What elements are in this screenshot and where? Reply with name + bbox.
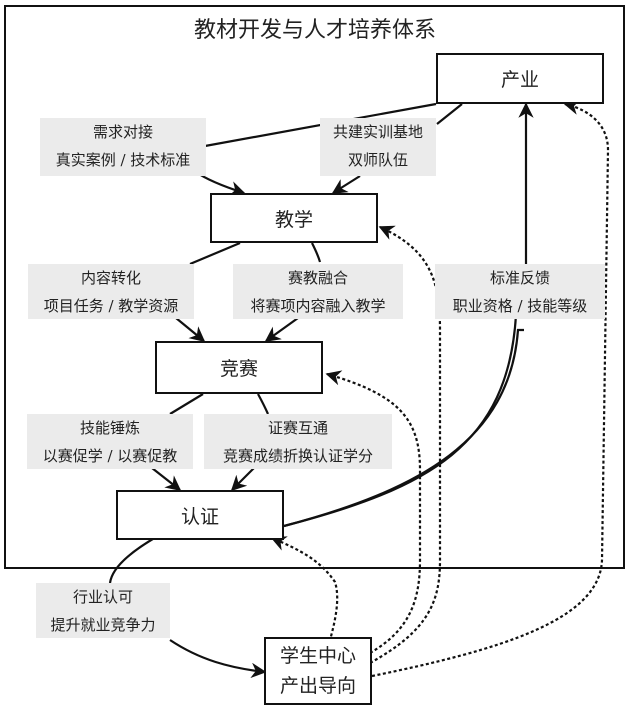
node-certification-label: 认证	[180, 505, 219, 528]
label-industry-teaching-b: 共建实训基地 双师队伍	[320, 118, 436, 176]
edge-certification-student-tail	[169, 639, 267, 679]
label-certification-student: 行业认可 提升就业竞争力	[36, 583, 170, 638]
label-line2: 以赛促学 / 以赛促教	[42, 447, 178, 465]
label-line2: 职业资格 / 技能等级	[452, 297, 588, 315]
edge-competition-certification-b-tail	[230, 467, 255, 492]
label-teaching-competition-b: 赛教融合 将赛项内容融入教学	[233, 264, 403, 319]
label-line1: 行业认可	[72, 588, 133, 606]
edge-certification-student	[108, 535, 159, 584]
label-line2: 竞赛成绩折换认证学分	[222, 447, 373, 465]
node-competition-label: 竞赛	[219, 358, 258, 380]
node-industry: 产业	[436, 53, 604, 104]
edge-teaching-competition-a-tail	[175, 317, 206, 342]
label-line1: 赛教融合	[287, 269, 348, 287]
label-certification-industry: 标准反馈 职业资格 / 技能等级	[435, 264, 605, 319]
edge-teaching-competition-b-tail	[264, 317, 299, 342]
label-line2: 真实案例 / 技术标准	[55, 151, 191, 169]
label-line1: 技能锤炼	[79, 419, 140, 437]
edge-student-certification	[270, 536, 339, 648]
edge-student-industry	[371, 99, 610, 678]
node-teaching: 教学	[210, 193, 378, 243]
label-line1: 内容转化	[80, 269, 141, 287]
label-industry-teaching-a: 需求对接 真实案例 / 技术标准	[40, 118, 206, 176]
edge-competition-certification-b	[257, 393, 270, 415]
node-competition: 竞赛	[155, 341, 323, 394]
label-line1: 共建实训基地	[332, 123, 423, 141]
edge-industry-teaching-b	[436, 103, 463, 125]
node-certification: 认证	[116, 490, 284, 540]
label-competition-certification-a: 技能锤炼 以赛促学 / 以赛促教	[27, 414, 193, 469]
node-student: 学生中心 产出导向	[264, 637, 372, 705]
node-student-line1: 学生中心	[279, 645, 356, 667]
label-competition-certification-b: 证赛互通 竞赛成绩折换认证学分	[204, 414, 392, 469]
edge-student-competition	[325, 370, 422, 654]
node-industry-label: 产业	[500, 69, 539, 91]
label-line2: 双师队伍	[347, 151, 408, 169]
label-teaching-competition-a: 内容转化 项目任务 / 教学资源	[28, 264, 194, 319]
system-boundary-frame	[4, 5, 625, 569]
label-line1: 标准反馈	[489, 269, 550, 287]
node-teaching-label: 教学	[274, 208, 313, 231]
edge-competition-certification-a-tail	[151, 467, 182, 491]
label-line2: 将赛项内容融入教学	[250, 297, 386, 315]
node-student-line2: 产出导向	[279, 675, 356, 697]
label-line1: 需求对接	[92, 123, 153, 141]
label-line2: 项目任务 / 教学资源	[43, 297, 179, 315]
edge-teaching-competition-b	[311, 242, 322, 263]
edge-industry-teaching-b-tail	[331, 175, 361, 194]
label-line2: 提升就业竞争力	[50, 616, 156, 634]
edge-student-teaching	[369, 225, 442, 664]
edge-competition-certification-a	[169, 393, 204, 415]
edge-certification-industry-lower	[283, 314, 518, 528]
edge-teaching-competition-a	[189, 241, 241, 266]
diagram-title: 教材开发与人才培养体系	[193, 18, 436, 43]
label-line1: 证赛互通	[267, 419, 328, 437]
